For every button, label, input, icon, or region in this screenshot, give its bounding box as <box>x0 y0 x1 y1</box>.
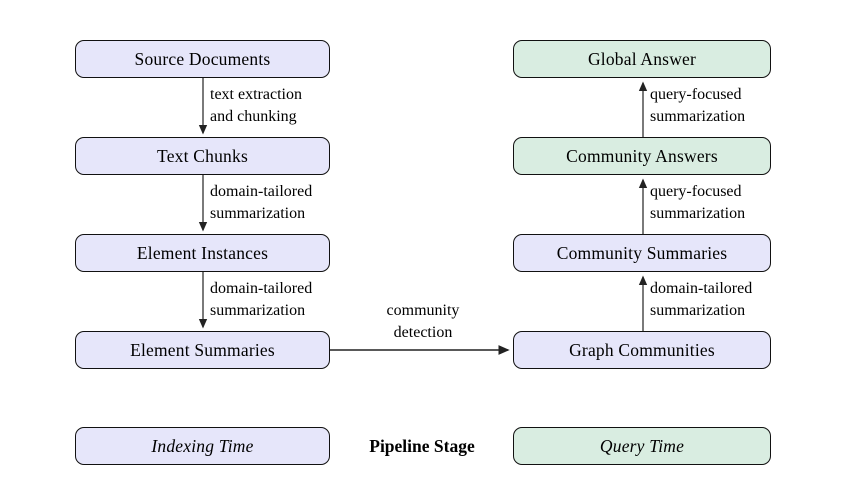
node-global-answer: Global Answer <box>513 40 771 78</box>
edge-label-line: summarization <box>210 301 306 319</box>
edge-label-query-summarization-2: query-focused summarization <box>650 84 745 127</box>
edge-label-line: domain-tailored <box>650 280 753 297</box>
edge-label-line: summarization <box>650 204 746 222</box>
edge-label-line: domain-tailored <box>210 280 313 297</box>
edge-label-community-detection: community detection <box>348 300 498 343</box>
edge-label-line: and chunking <box>210 107 297 125</box>
edge-label-line: text extraction <box>210 86 302 103</box>
edge-label-domain-summarization-1: domain-tailored summarization <box>210 181 312 224</box>
node-element-instances: Element Instances <box>75 234 330 272</box>
edge-label-query-summarization-1: query-focused summarization <box>650 181 745 224</box>
legend-pipeline-stage: Pipeline Stage <box>369 435 475 456</box>
node-source-documents: Source Documents <box>75 40 330 78</box>
legend-indexing-time: Indexing Time <box>75 427 330 465</box>
edge-label-line: domain-tailored <box>210 183 313 200</box>
node-element-summaries: Element Summaries <box>75 331 330 369</box>
edge-label-line: summarization <box>650 301 746 319</box>
edge-label-line: detection <box>393 323 453 341</box>
edge-label-line: query-focused <box>650 86 742 103</box>
node-graph-communities: Graph Communities <box>513 331 771 369</box>
node-community-answers: Community Answers <box>513 137 771 175</box>
edge-label-line: summarization <box>210 204 306 222</box>
edge-label-line: query-focused <box>650 183 742 200</box>
edge-label-line: community <box>386 302 460 319</box>
edge-label-domain-summarization-3: domain-tailored summarization <box>650 278 752 321</box>
node-text-chunks: Text Chunks <box>75 137 330 175</box>
node-community-summaries: Community Summaries <box>513 234 771 272</box>
edge-label-domain-summarization-2: domain-tailored summarization <box>210 278 312 321</box>
edge-label-text-extraction: text extraction and chunking <box>210 84 302 127</box>
legend-query-time: Query Time <box>513 427 771 465</box>
edge-label-line: summarization <box>650 107 746 125</box>
